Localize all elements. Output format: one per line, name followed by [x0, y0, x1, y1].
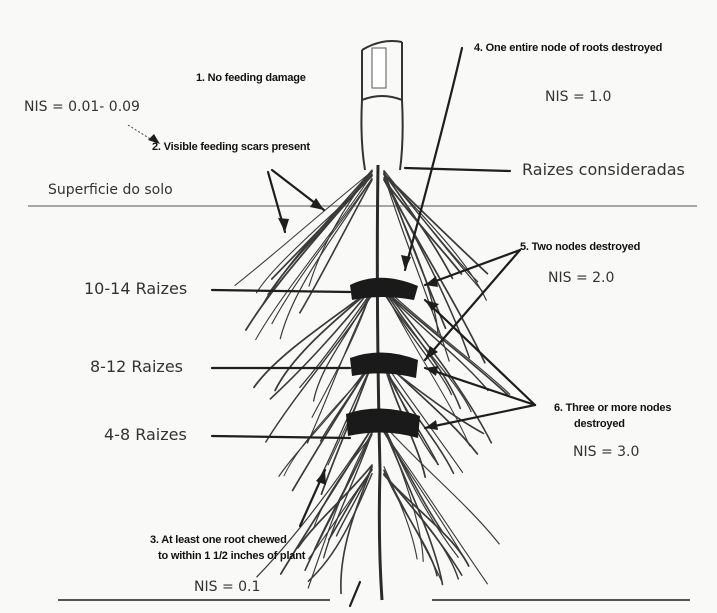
- root-strand: [384, 475, 469, 566]
- leader-lines: [212, 48, 535, 606]
- label-roots-10-14: 10-14 Raizes: [84, 279, 187, 298]
- leader-bottom: [350, 582, 360, 606]
- leader-nis-low: [128, 125, 152, 140]
- label-nis-low: NIS = 0.01- 0.09: [24, 99, 140, 115]
- main-root-column: [377, 165, 382, 600]
- label-one-node: 4. One entire node of roots destroyed: [474, 42, 662, 54]
- label-no-feeding: 1. No feeding damage: [196, 72, 306, 84]
- label-three-nodes-line2: destroyed: [574, 418, 625, 430]
- arrowhead-root-chewed: [316, 470, 326, 485]
- root-strand: [384, 174, 487, 273]
- root-strand: [384, 174, 449, 361]
- label-root-chewed-line2: to within 1 1/2 inches of plant: [158, 550, 305, 562]
- root-strand: [384, 180, 461, 274]
- leader-4-8: [212, 436, 350, 438]
- label-nis-one: NIS = 1.0: [545, 89, 611, 105]
- root-strand: [235, 171, 372, 285]
- leader-10-14: [212, 290, 350, 292]
- leader-three-nodes-a: [425, 300, 535, 405]
- label-roots-4-8: 4-8 Raizes: [104, 425, 187, 444]
- leader-one-node: [405, 48, 462, 270]
- label-nis-point-one: NIS = 0.1: [194, 579, 260, 595]
- label-three-nodes-line1: 6. Three or more nodes: [554, 402, 671, 414]
- label-nis-three: NIS = 3.0: [573, 444, 639, 460]
- label-soil-surface: Superficie do solo: [48, 182, 173, 198]
- label-nis-two: NIS = 2.0: [548, 270, 614, 286]
- leader-raizes-consideradas: [405, 168, 510, 171]
- root-strand: [384, 174, 478, 282]
- label-roots-8-12: 8-12 Raizes: [90, 357, 183, 376]
- leader-three-nodes-c: [425, 405, 535, 428]
- arrowhead-one-node: [401, 255, 411, 270]
- damaged-node-middle: [350, 352, 418, 378]
- damaged-node-upper: [350, 278, 418, 300]
- root-strand: [384, 180, 485, 363]
- damaged-node-lower: [346, 408, 420, 438]
- root-strand: [256, 174, 372, 340]
- root-strand: [275, 289, 372, 391]
- plant-stalk: [361, 41, 402, 170]
- label-root-chewed-line1: 3. At least one root chewed: [150, 534, 287, 546]
- label-visible-scars: 2. Visible feeding scars present: [152, 141, 310, 153]
- leader-three-nodes-b: [425, 368, 535, 405]
- root-strand: [384, 432, 487, 583]
- label-two-nodes: 5. Two nodes destroyed: [520, 241, 640, 253]
- label-roots-considered: Raizes consideradas: [522, 160, 685, 179]
